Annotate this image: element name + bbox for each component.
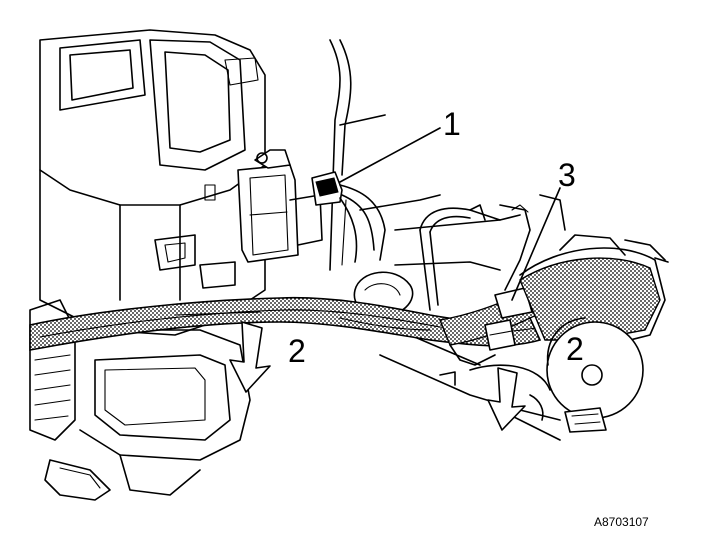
callout-1: 1 bbox=[443, 106, 461, 142]
callout-2-left: 2 bbox=[288, 333, 306, 369]
figure-id: A8703107 bbox=[594, 515, 649, 529]
callout-2-right: 2 bbox=[566, 331, 584, 367]
removal-arrow-right bbox=[487, 367, 526, 431]
heater-housing bbox=[29, 29, 266, 501]
callout-3: 3 bbox=[558, 157, 576, 193]
connector-1 bbox=[311, 39, 386, 271]
leader-lines bbox=[339, 127, 561, 301]
removal-arrow-left bbox=[229, 321, 271, 393]
mounting-bracket bbox=[237, 149, 323, 263]
blower-motor bbox=[469, 234, 669, 441]
wiring-harness bbox=[29, 279, 571, 366]
